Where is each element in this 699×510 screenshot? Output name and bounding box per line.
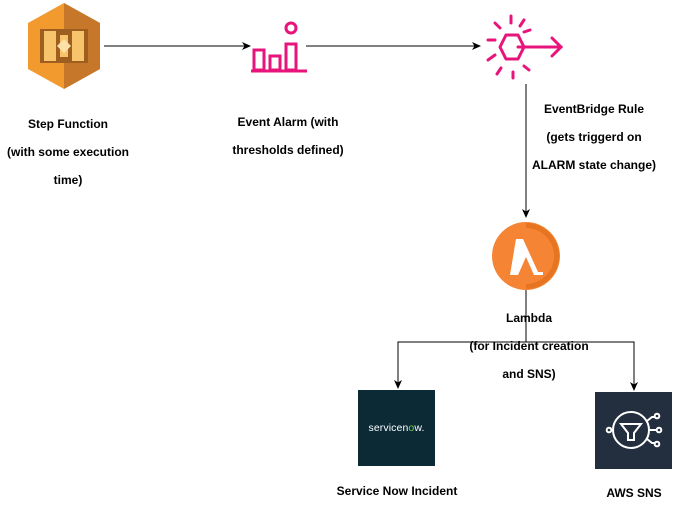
sns-icon-glyph — [605, 411, 663, 449]
step-function-label-line-3: time) — [53, 173, 83, 187]
eventbridge-label-line-1: EventBridge Rule — [543, 102, 645, 116]
event-alarm-label-line-1: Event Alarm (with — [237, 115, 339, 129]
eventbridge-label-line-2: (gets triggerd on — [546, 130, 642, 144]
event-alarm-label-line-2: thresholds defined) — [232, 143, 344, 157]
eventbridge-label-line-3: ALARM state change) — [531, 158, 656, 172]
lambda-label: Lambda (for Incident creation and SNS) — [462, 297, 596, 395]
eventbridge-rule-label: EventBridge Rule (gets triggerd on ALARM… — [524, 88, 664, 186]
step-function-label-line-1: Step Function — [28, 117, 108, 131]
servicenow-logo-o: o — [408, 422, 415, 434]
service-now-incident-label: Service Now Incident — [336, 484, 458, 498]
edge-lambda-to-sns — [526, 341, 638, 391]
sns-icon — [595, 392, 672, 469]
lambda-label-line-3: and SNS) — [502, 367, 556, 381]
servicenow-logo: servicenow. — [358, 390, 435, 466]
lambda-icon — [492, 222, 560, 290]
event-alarm-label: Event Alarm (with thresholds defined) — [228, 101, 348, 171]
step-function-label-line-2: (with some execution — [6, 145, 130, 159]
aws-sns-label: AWS SNS — [606, 486, 662, 500]
servicenow-logo-text-part-2: w. — [414, 422, 425, 434]
step-function-label: Step Function (with some execution time) — [4, 103, 132, 201]
step-functions-icon — [28, 3, 100, 89]
edge-lambda-to-servicenow — [394, 282, 527, 389]
servicenow-logo-text: servicenow. — [369, 422, 425, 434]
cloudwatch-alarm-icon — [251, 21, 307, 73]
servicenow-logo-text-part-1: servicen — [368, 422, 409, 434]
eventbridge-rule-icon — [486, 14, 564, 80]
lambda-label-line-1: Lambda — [505, 311, 552, 325]
lambda-label-line-2: (for Incident creation — [469, 339, 589, 353]
